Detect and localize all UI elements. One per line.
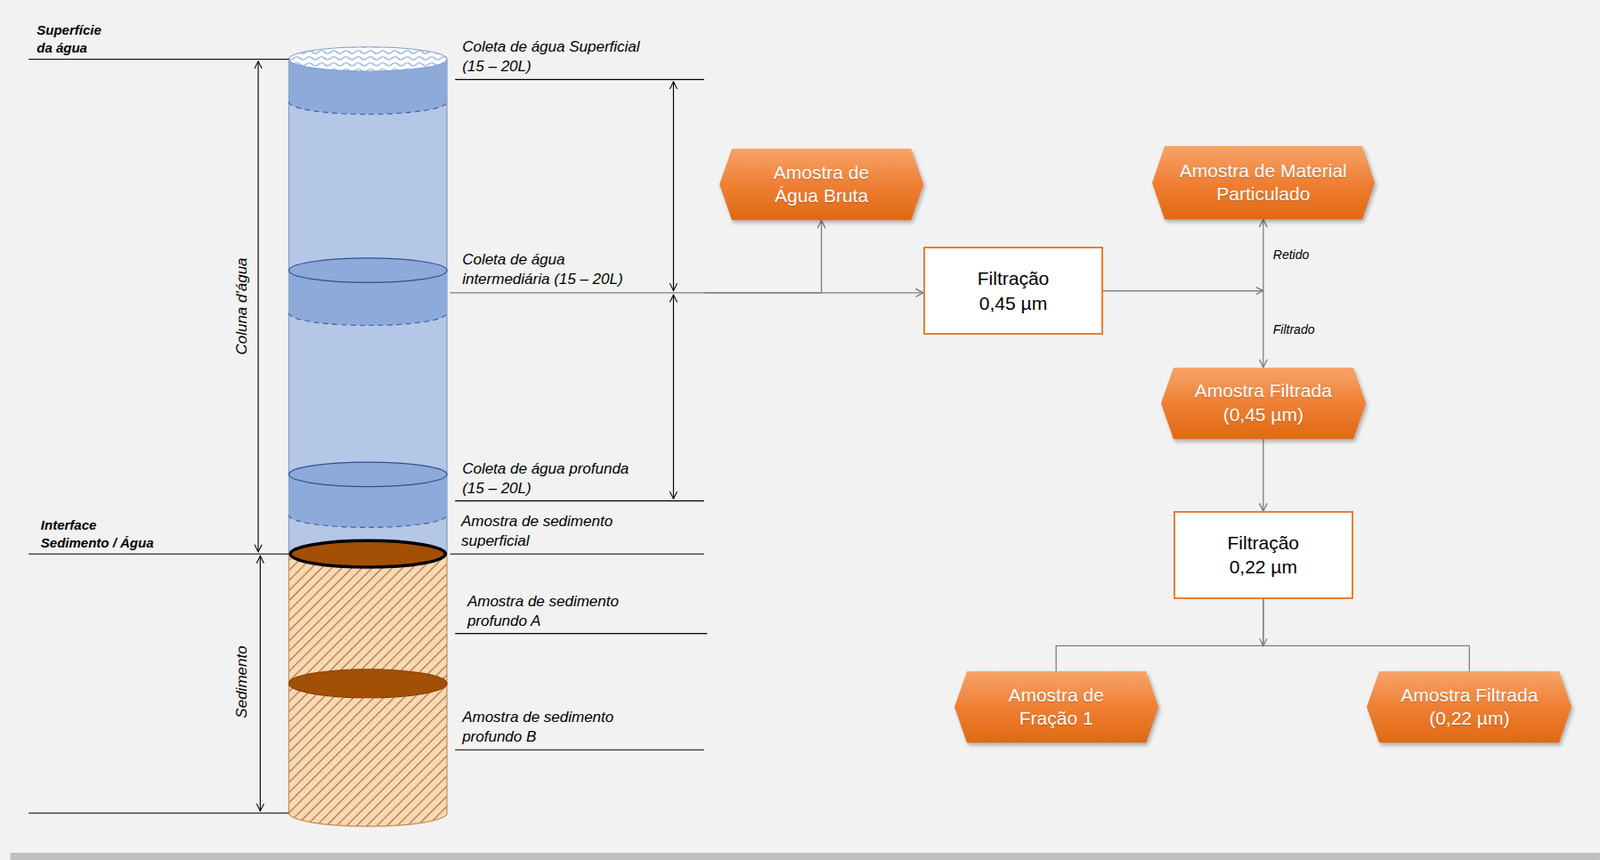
hexagon-outline bbox=[1161, 367, 1366, 439]
sample-label: Amostra de sedimento profundo A bbox=[467, 592, 655, 632]
dimension-arrows bbox=[258, 61, 674, 812]
band-top bbox=[288, 462, 447, 488]
hexagon-shape bbox=[1161, 367, 1366, 439]
hexagon-shape bbox=[1366, 671, 1572, 743]
band-top bbox=[288, 258, 447, 284]
dimension-arrow bbox=[673, 81, 675, 292]
band-edge bbox=[288, 515, 447, 528]
hexagon-shape bbox=[719, 148, 924, 220]
node-text: Amostra Filtrada (0,45 µm) bbox=[1183, 379, 1344, 427]
sample-hexagon: Amostra Filtrada (0,45 µm) bbox=[1161, 367, 1366, 439]
rule-line bbox=[454, 79, 705, 81]
node-text: Amostra de Água Bruta bbox=[759, 161, 885, 209]
hexagon-outline bbox=[954, 671, 1159, 743]
hexagon-shape bbox=[954, 671, 1159, 743]
sample-hexagon: Amostra de Fração 1 bbox=[954, 671, 1159, 743]
node-text: Coleta de água intermediária (15 – 20L) bbox=[462, 250, 650, 290]
edge-label: Retido bbox=[1270, 246, 1312, 263]
sediment-surface bbox=[290, 540, 446, 568]
sample-label: Coleta de água profunda (15 – 20L) bbox=[462, 459, 650, 499]
flow-connector bbox=[1103, 291, 1264, 368]
sample-hexagon: Amostra Filtrada (0,22 µm) bbox=[1366, 671, 1572, 743]
rule-line bbox=[28, 58, 289, 60]
sample-label: Coleta de água Superficial (15 – 20L) bbox=[462, 37, 650, 77]
dimension-arrow bbox=[257, 61, 259, 553]
sample-label: Superfície da água bbox=[36, 21, 115, 57]
flow-connector bbox=[1055, 599, 1264, 672]
water-surface bbox=[288, 47, 447, 73]
water-body bbox=[288, 58, 447, 554]
flow-connector bbox=[1262, 438, 1264, 512]
sample-label: Amostra de sedimento profundo B bbox=[462, 707, 650, 748]
flow-connector bbox=[704, 220, 822, 293]
hexagon-shape bbox=[1152, 146, 1375, 220]
sample-hexagon: Amostra de Água Bruta bbox=[719, 148, 924, 220]
rule-line bbox=[449, 292, 704, 293]
node-text: Amostra de Fração 1 bbox=[993, 683, 1119, 731]
sample-label: Amostra de sedimento superficial bbox=[461, 511, 649, 552]
edge-label: Filtrado bbox=[1270, 321, 1318, 338]
dimension-arrow bbox=[259, 556, 261, 812]
hexagon-outline bbox=[1152, 146, 1375, 220]
rule-line bbox=[454, 633, 707, 634]
node-text: Filtração 0,45 µm bbox=[959, 266, 1067, 316]
junction-arrowhead bbox=[1256, 287, 1264, 295]
node-text: Amostra de Material Particulado bbox=[1174, 159, 1353, 207]
dimension-label: Coluna d'água bbox=[232, 257, 252, 355]
node-text: Amostra Filtrada (0,22 µm) bbox=[1388, 683, 1550, 731]
process-box: Filtração 0,22 µm bbox=[1173, 511, 1354, 600]
dimension-label: Sedimento bbox=[232, 645, 252, 718]
sediment-body bbox=[288, 553, 447, 827]
sample-point-label: Coleta de água intermediária (15 – 20L) bbox=[462, 248, 705, 293]
slide-shadow bbox=[10, 852, 1600, 860]
hexagon-outline bbox=[719, 148, 924, 220]
rule-line bbox=[449, 553, 704, 555]
rule-line bbox=[454, 749, 705, 751]
flow-connector bbox=[1103, 219, 1264, 291]
sample-label: Interface Sedimento / Água bbox=[40, 516, 166, 552]
hexagon-outline bbox=[1366, 671, 1572, 743]
junction-arrowhead bbox=[1259, 638, 1268, 646]
flow-connector bbox=[1263, 599, 1471, 672]
dimension-arrow bbox=[673, 294, 675, 499]
band-edge bbox=[288, 313, 447, 326]
sample-hexagon: Amostra de Material Particulado bbox=[1152, 146, 1375, 220]
rule-line bbox=[454, 500, 705, 502]
process-box: Filtração 0,45 µm bbox=[923, 246, 1104, 335]
sediment-layer bbox=[288, 669, 447, 699]
rule-line bbox=[28, 553, 289, 555]
node-text: Filtração 0,22 µm bbox=[1210, 530, 1317, 580]
rule-line bbox=[28, 812, 289, 814]
band-edge bbox=[288, 102, 447, 115]
rule-lines bbox=[28, 58, 707, 813]
flow-connector bbox=[704, 292, 924, 293]
